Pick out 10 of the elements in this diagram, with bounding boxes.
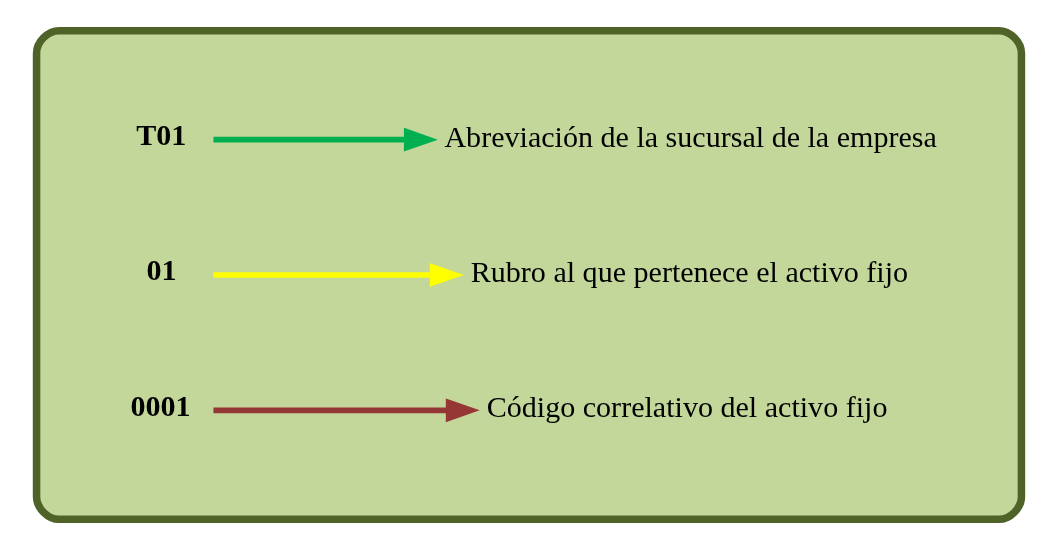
- node-text: 0001: [130, 388, 191, 423]
- node-text: 01: [146, 253, 177, 288]
- node-text: T01: [135, 117, 186, 152]
- arrow: [212, 398, 480, 423]
- arrow: [212, 263, 464, 287]
- node-text: Código correlativo del activo fijo: [486, 390, 887, 425]
- node-text: Rubro al que pertenece el activo fijo: [470, 255, 908, 290]
- cluster: [32, 26, 1025, 524]
- arrow: [212, 127, 438, 152]
- node-text: Abreviación de la sucursal de la empresa: [443, 119, 937, 154]
